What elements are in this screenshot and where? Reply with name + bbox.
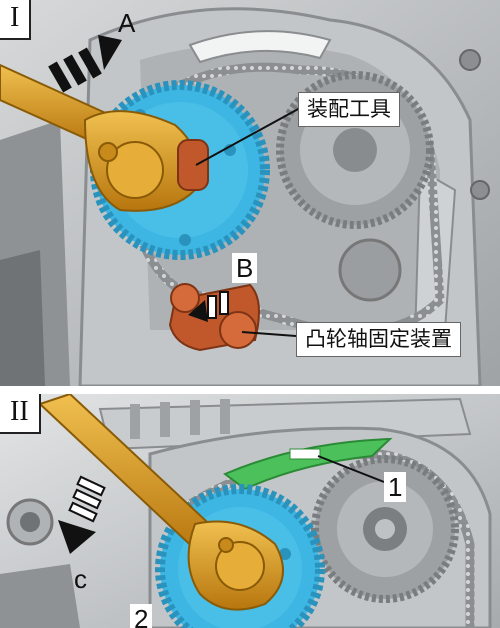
tool-callout: 装配工具 (298, 92, 400, 127)
direction-arrow-a (48, 35, 122, 93)
mark-a: A (118, 8, 136, 38)
panel-2: II c 1 2 (0, 394, 500, 628)
panel-separator (0, 386, 500, 394)
wrench-tool-2 (38, 394, 284, 611)
item-1-leader-line (317, 455, 385, 483)
panel-1: I A B 装配工具 凸轮轴固定装置 (0, 0, 500, 386)
wrench-tool (0, 63, 209, 212)
mark-c: c (74, 564, 87, 594)
lock-leader-line (241, 331, 297, 337)
panel-2-label: II (0, 394, 41, 434)
tool-leader-line (195, 107, 301, 166)
direction-arrow-c (58, 475, 106, 554)
mark-b: B (232, 253, 258, 283)
direction-arrow-b (188, 291, 229, 322)
camshaft-lock-callout: 凸轮轴固定装置 (296, 322, 461, 357)
timing-guide (223, 437, 393, 491)
mark-2: 2 (130, 604, 153, 628)
panel-1-label: I (0, 0, 32, 40)
mark-1: 1 (384, 472, 407, 502)
